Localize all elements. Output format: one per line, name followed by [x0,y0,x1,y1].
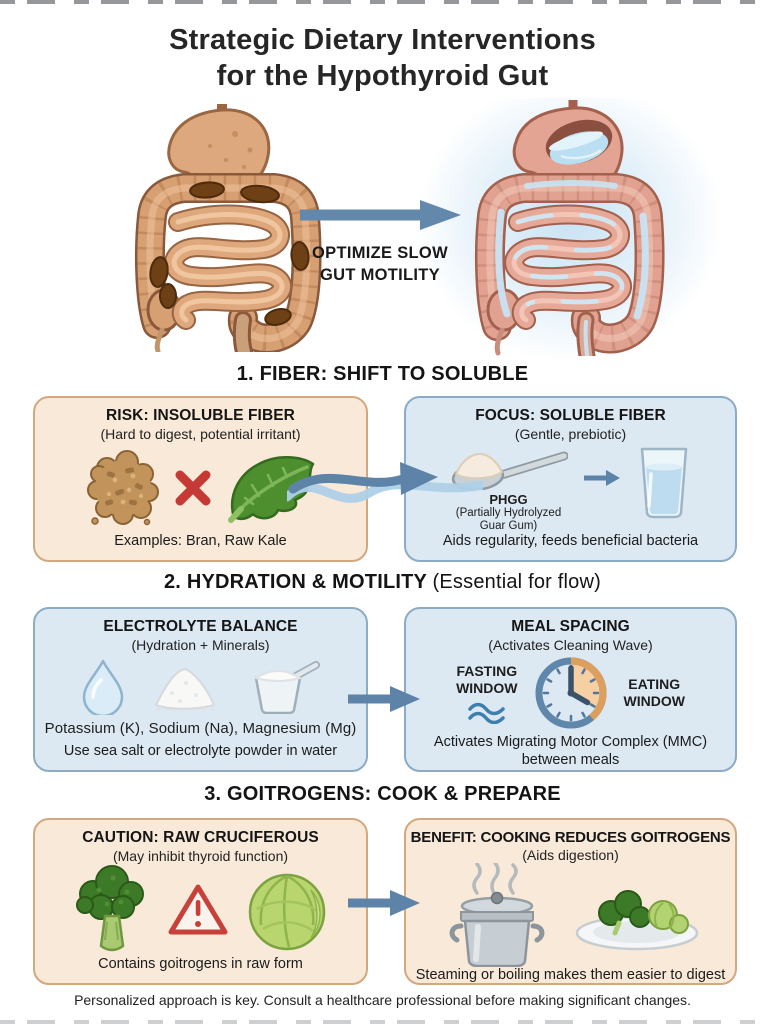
card-subtitle: (May inhibit thyroid function) [112,848,289,864]
eating-line1: EATING [628,676,681,692]
phgg-sublabel-line1: (Partially Hydrolyzed [455,507,562,519]
section2-cards-row: ELECTROLYTE BALANCE (Hydration + Mineral… [33,607,737,772]
hero-transition: OPTIMIZE SLOW GUT MOTILITY [296,198,464,286]
card-benefit-cooking: BENEFIT: COOKING REDUCES GOITROGENS (Aid… [404,818,737,985]
water-glass-icon [640,447,687,518]
section2-header-light-text: (Essential for flow) [432,571,602,593]
card-caution-raw-cruciferous: CAUTION: RAW CRUCIFEROUS (May inhibit th… [33,818,368,985]
footer-disclaimer: Personalized approach is key. Consult a … [74,992,691,1008]
eating-window-block: EATING WINDOW [624,676,685,710]
card-caption: Contains goitrogens in raw form [98,956,303,972]
bottom-crop-artifact-strip [0,1020,765,1024]
phgg-label: PHGG [489,492,528,507]
clock-icon [535,657,607,729]
card-caption-line1: Activates Migrating Motor Complex (MMC) [433,734,708,750]
steaming-pot-icon [449,863,544,967]
eating-line2: WINDOW [623,693,685,709]
card-electrolyte-balance: ELECTROLYTE BALANCE (Hydration + Mineral… [33,607,368,772]
card-title: MEAL SPACING [511,618,630,635]
veggie-plate-icon [575,890,698,951]
card-subtitle: (Activates Cleaning Wave) [488,637,653,653]
card-icons [35,864,366,956]
section3-cards-row: CAUTION: RAW CRUCIFEROUS (May inhibit th… [33,818,737,985]
card-icons [35,442,366,533]
red-x-icon [175,470,210,505]
card-risk-insoluble-fiber: RISK: INSOLUBLE FIBER (Hard to digest, p… [33,396,368,562]
salt-pile-icon [154,667,215,711]
water-drop-icon [82,659,123,715]
card-icons [35,653,366,720]
card-caption: Steaming or boiling makes them easier to… [415,967,726,983]
fasting-window-label: FASTING WINDOW [456,663,517,697]
kale-leaf-icon [227,455,314,523]
section3-header: 3. GOITROGENS: COOK & PREPARE [204,783,561,805]
card-caption: Aids regularity, feeds beneficial bacter… [442,533,699,549]
hero-arrow-label-line2: GUT MOTILITY [319,266,440,284]
hero-arrow-label-line1: OPTIMIZE SLOW [312,244,448,262]
card-title: BENEFIT: COOKING REDUCES GOITROGENS [410,829,731,846]
minerals-line: Potassium (K), Sodium (Na), Magnesium (M… [44,720,357,737]
card-subtitle: (Gentle, prebiotic) [514,426,627,442]
hydrated-gut-illustration-wrap [420,98,720,360]
small-right-arrow-icon [583,469,620,486]
card-caption: Activates Migrating Motor Complex (MMC) … [434,733,707,769]
meal-spacing-diagram: FASTING WINDOW [406,653,735,733]
page-title: Strategic Dietary Interventions for the … [0,22,765,94]
card-icons: PHGG (Partially Hydrolyzed Guar Gum) [406,442,735,533]
fasting-window-block: FASTING WINDOW [456,663,518,724]
spoon-of-powder-icon [451,451,568,490]
card-title: ELECTROLYTE BALANCE [103,618,298,635]
cabbage-icon [248,873,325,951]
card-icons [406,863,735,967]
powder-scoop-icon [253,660,320,714]
section2-header: 2. HYDRATION & MOTILITY (Essential for f… [0,571,765,594]
card-caption: Examples: Bran, Raw Kale [114,533,287,549]
section2-header-strong: 2. HYDRATION & MOTILITY [163,571,427,593]
warning-triangle-icon [168,884,227,935]
card-subtitle: (Hydration + Minerals) [131,637,270,653]
fasting-line2: WINDOW [456,679,518,696]
card-title: FOCUS: SOLUBLE FIBER [475,407,666,424]
wave-icon [468,702,505,724]
section1-cards-row: RISK: INSOLUBLE FIBER (Hard to digest, p… [33,396,737,562]
right-arrow-icon [299,200,461,230]
phgg-sublabel-line2: Guar Gum) [479,520,538,532]
hydrated-gut-illustration-icon [474,100,665,356]
bran-ball-icon [86,449,159,525]
eating-window-label: EATING WINDOW [624,676,685,710]
card-focus-soluble-fiber: FOCUS: SOLUBLE FIBER (Gentle, prebiotic)… [404,396,737,562]
card-title: RISK: INSOLUBLE FIBER [106,407,295,424]
section1-header: 1. FIBER: SHIFT TO SOLUBLE [236,363,529,385]
card-subtitle: (Hard to digest, potential irritant) [100,426,301,442]
card-caption-line2: between meals [521,752,620,768]
top-crop-artifact-strip [0,0,765,4]
broccoli-icon [75,865,144,952]
card-meal-spacing: MEAL SPACING (Activates Cleaning Wave) F… [404,607,737,772]
hero-arrow-label: OPTIMIZE SLOW GUT MOTILITY [296,242,464,286]
card-subtitle: (Aids digestion) [522,847,619,863]
page-title-line1: Strategic Dietary Interventions [169,24,596,56]
hero-illustration-section: OPTIMIZE SLOW GUT MOTILITY [0,98,765,360]
fasting-line1: FASTING [456,662,518,679]
card-caption: Use sea salt or electrolyte powder in wa… [63,743,338,759]
page-title-line2: for the Hypothyroid Gut [216,60,549,92]
phgg-block: PHGG (Partially Hydrolyzed Guar Gum) [450,444,568,533]
card-title: CAUTION: RAW CRUCIFEROUS [82,829,319,846]
